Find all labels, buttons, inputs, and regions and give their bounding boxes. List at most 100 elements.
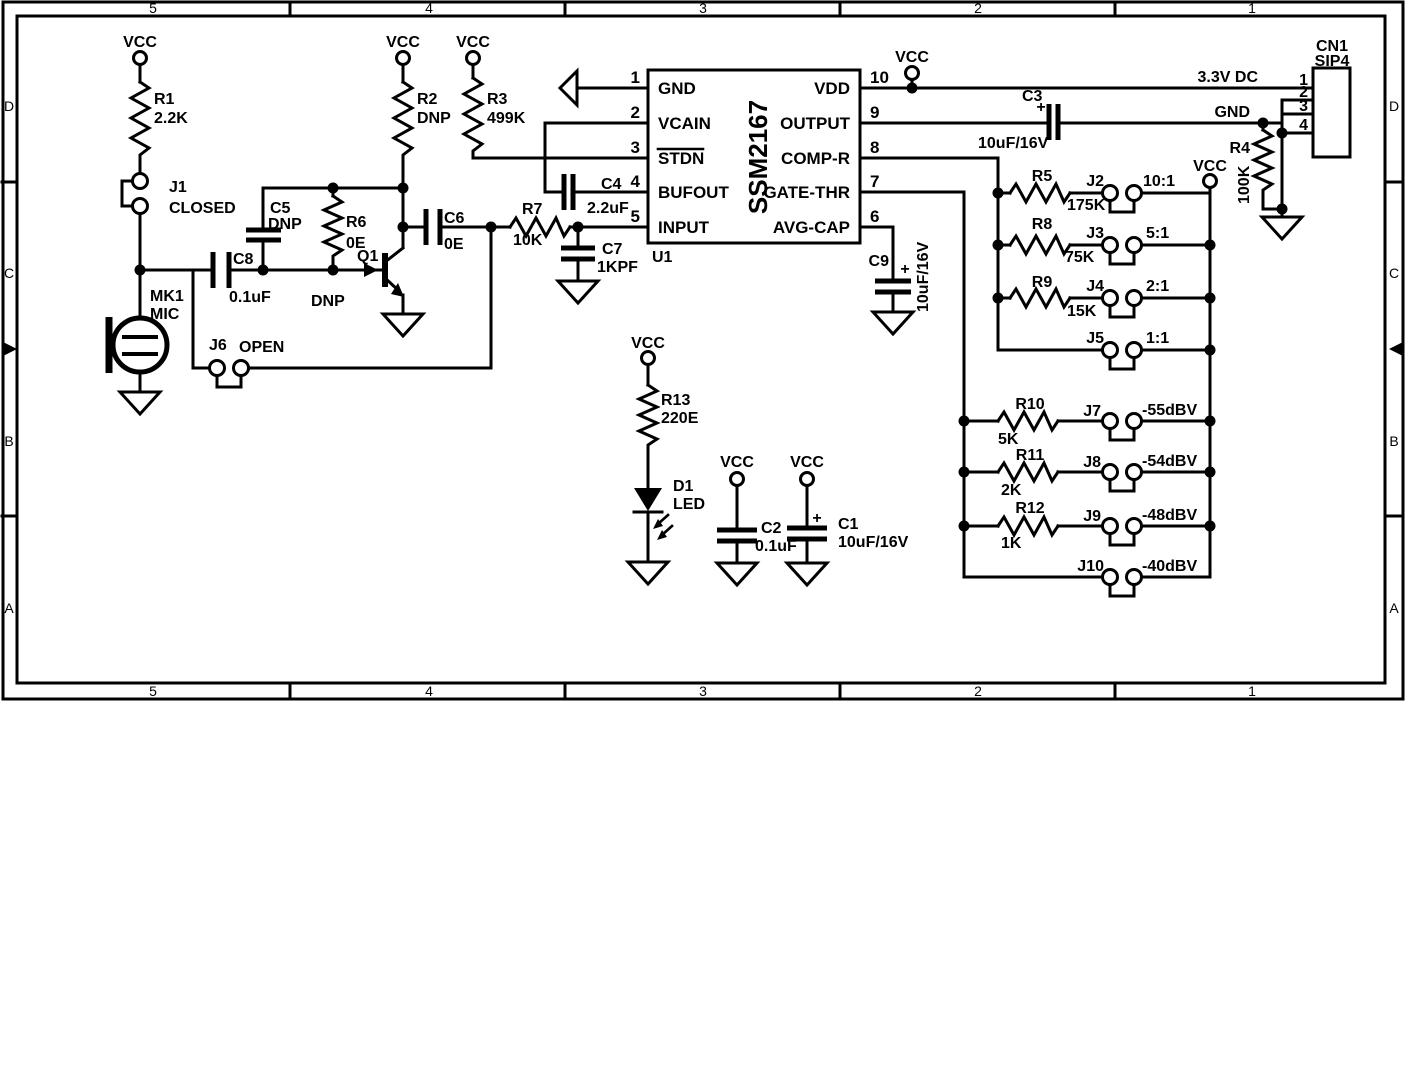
resistor-r8: R8 75K: [1008, 216, 1095, 266]
ic-pin-label: GATE-THR: [763, 183, 850, 202]
resistor-r12: R12 1K: [996, 500, 1060, 552]
resistor-ref: R10: [1015, 396, 1044, 413]
jumper-ref: J9: [1083, 508, 1101, 525]
capacitor-ref: C7: [602, 241, 623, 258]
wires-threshold-ladder: [962, 419, 1212, 579]
connector-pin-number: 2: [1299, 84, 1308, 101]
frame-col-label: 5: [149, 0, 157, 16]
jumper-note: -48dBV: [1142, 507, 1197, 524]
ic-pin-label: AVG-CAP: [773, 218, 850, 237]
net-label-33vdc: 3.3V DC: [1198, 69, 1259, 86]
led-triangle-icon: [634, 488, 662, 511]
vcc-icon: [729, 471, 745, 487]
ic-pin-number: 10: [870, 68, 889, 87]
drawing-frame: 5 4 3 2 1 5 4 3 2 1 D C B A D C B A: [0, 0, 1405, 701]
capacitor-ref: C2: [761, 520, 782, 537]
resistor-ref: R1: [154, 91, 175, 108]
capacitor-ref: C1: [838, 516, 859, 533]
microphone-mk1: MK1 MIC: [105, 288, 184, 375]
resistor-value: 175K: [1067, 197, 1106, 214]
jumper-ref: J7: [1083, 403, 1101, 420]
jumper-note: OPEN: [239, 339, 284, 356]
frame-center-arrow-left: [3, 342, 17, 356]
resistor-value: DNP: [417, 110, 451, 127]
capacitor-c9: C9 + 10uF/16V: [869, 241, 932, 312]
capacitor-ref: C5: [270, 200, 291, 217]
resistor-value: 0E: [346, 235, 366, 252]
mic-body-icon: [110, 315, 170, 375]
jumper-j6: J6 OPEN: [208, 337, 284, 389]
polarity-plus: +: [1036, 99, 1045, 116]
frame-row-label: C: [4, 265, 14, 281]
led-d1: D1 LED: [632, 478, 705, 540]
resistor-ref: R5: [1032, 168, 1053, 185]
q1-emitter-arrow: [391, 283, 404, 297]
capacitor-value: 1KPF: [597, 259, 638, 276]
vcc-label: VCC: [1193, 158, 1227, 175]
resistor-r3: R3 499K: [462, 76, 526, 160]
capacitor-ref: C3: [1022, 88, 1043, 105]
resistor-value: 2K: [1001, 482, 1022, 499]
frame-col-label: 1: [1248, 683, 1256, 699]
capacitor-value: 0.1uF: [755, 538, 797, 555]
vcc-label: VCC: [631, 335, 665, 352]
capacitor-ref: C6: [444, 210, 465, 227]
jumper-j3: J3 5:1: [1086, 225, 1169, 266]
capacitor-value: 10uF/16V: [978, 135, 1049, 152]
frame-col-label: 3: [699, 0, 707, 16]
frame-col-label: 4: [425, 683, 433, 699]
wires-ratio-ladder: [996, 191, 1212, 352]
resistor-value: 5K: [998, 431, 1019, 448]
jumper-note: 5:1: [1146, 225, 1169, 242]
jumper-j8: J8 -54dBV: [1083, 453, 1197, 493]
capacitor-c5: C5 DNP: [246, 200, 302, 243]
frame-col-label: 2: [974, 0, 982, 16]
capacitor-ref: C8: [233, 251, 254, 268]
resistor-r10: R10 5K: [996, 396, 1060, 448]
resistor-ref: R12: [1015, 500, 1044, 517]
ground-icon: [624, 560, 672, 587]
capacitor-value: 0E: [444, 236, 464, 253]
resistors: R1 2.2K R2 DNP R3 499K R6 0E R7 10K R4 1…: [129, 76, 1274, 552]
jumper-ref: J6: [209, 337, 227, 354]
vcc-label: VCC: [456, 34, 490, 51]
frame-row-label: B: [1389, 433, 1398, 449]
frame-col-label: 2: [974, 683, 982, 699]
resistor-ref: R6: [346, 214, 367, 231]
vcc-icon: [904, 65, 920, 81]
frame-col-label: 5: [149, 683, 157, 699]
jumper-note: 10:1: [1143, 173, 1175, 190]
ic-pin-label: COMP-R: [781, 149, 850, 168]
ic-pin-number: 4: [631, 172, 641, 191]
wires-ic-left: [401, 86, 650, 283]
resistor-value: 75K: [1065, 249, 1095, 266]
frame-inner-border: [15, 14, 1387, 685]
ic-pin-label: OUTPUT: [780, 114, 851, 133]
capacitor-value: 10uF/16V: [915, 241, 932, 312]
led-value: LED: [673, 496, 705, 513]
capacitor-c3: C3 + 10uF/16V: [978, 88, 1061, 152]
ic-pin-number: 9: [870, 103, 879, 122]
capacitor-value: 0.1uF: [229, 289, 271, 306]
vcc-icon: [132, 50, 148, 66]
vcc-icon: [799, 471, 815, 487]
ic-pin-number: 1: [631, 68, 640, 87]
resistor-r11: R11 2K: [996, 447, 1060, 499]
resistor-value: 220E: [661, 410, 699, 427]
resistor-r1: R1 2.2K: [129, 80, 188, 164]
ground-icon: [713, 561, 761, 588]
mic-value: MIC: [150, 306, 180, 323]
ic-pin-number: 8: [870, 138, 879, 157]
ground-icon: [869, 310, 917, 337]
ic-ref: U1: [652, 249, 673, 266]
vcc-terminals: VCC VCC VCC VCC VCC VCC VCC VCC: [123, 34, 1227, 487]
capacitor-c2: C2 0.1uF: [717, 520, 797, 555]
capacitors: C8 0.1uF C5 DNP C6 0E C4 2.2uF C7 1KPF C…: [210, 88, 1061, 555]
resistor-ref: R11: [1016, 447, 1045, 464]
ground-icon: [554, 279, 602, 306]
jumper-ref: J5: [1086, 330, 1104, 347]
jumper-ref: J10: [1077, 558, 1104, 575]
vcc-label: VCC: [895, 49, 929, 66]
resistor-value: 2.2K: [154, 110, 188, 127]
vcc-icon: [640, 350, 656, 366]
